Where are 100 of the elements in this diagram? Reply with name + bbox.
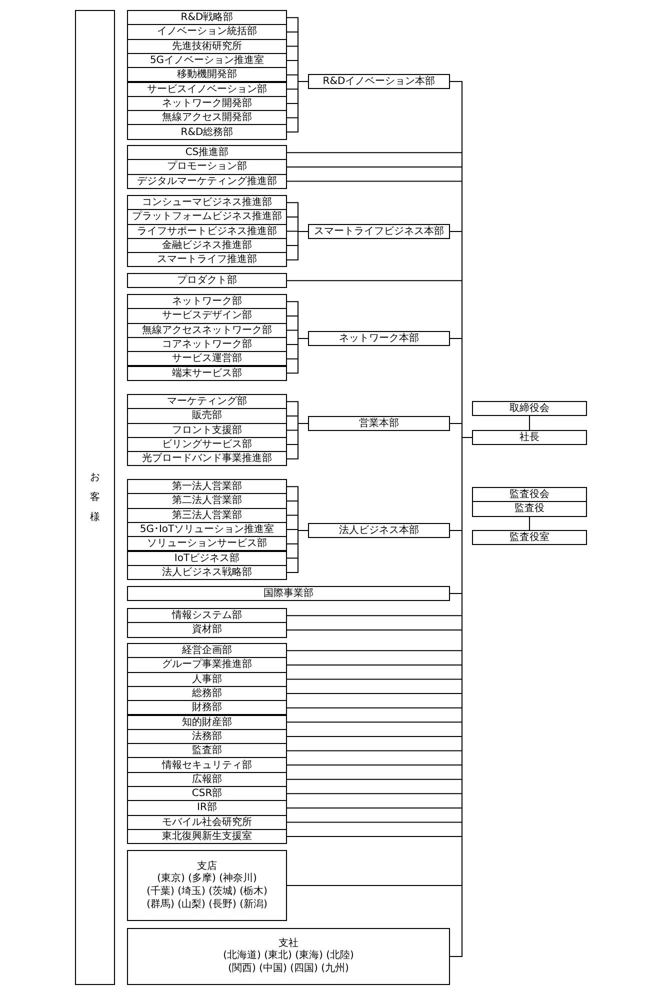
org-box — [308, 224, 450, 239]
connector-line — [286, 231, 308, 260]
box-label: 広報部 — [192, 774, 222, 785]
org-box — [127, 714, 287, 730]
box-label: R&D戦略部 — [180, 12, 234, 24]
org-box — [127, 174, 287, 189]
box-label: 第一法人営業部 — [172, 481, 242, 492]
org-box — [127, 814, 287, 830]
org-box — [127, 451, 287, 466]
org-box — [127, 828, 287, 844]
org-box — [127, 273, 287, 288]
box-label: ネットワーク部 — [172, 296, 242, 308]
org-box — [127, 622, 287, 638]
box-label: 無線アクセス開発部 — [162, 112, 252, 124]
org-box — [127, 224, 287, 239]
org-box — [127, 772, 287, 787]
box-label: 監査役室 — [510, 532, 550, 543]
box-label: 支社 — [278, 938, 298, 949]
org-box — [472, 401, 587, 416]
box-label: プロモーション部 — [167, 161, 247, 172]
box-label: フロント支援部 — [172, 424, 242, 436]
org-box — [127, 493, 287, 509]
org-box — [127, 145, 287, 160]
box-label: ビリングサービス部 — [162, 439, 252, 450]
location-list: (東京) (多摩) (神奈川) (千葉) (埼玉) (茨城) (栃木) (群馬) (山梨) (長野) (新潟) — [144, 872, 270, 910]
org-box — [308, 523, 450, 538]
org-box — [308, 74, 450, 89]
box-label: CS推進部 — [185, 147, 229, 158]
box-label: 総務部 — [192, 688, 222, 700]
connector-line — [286, 423, 308, 460]
box-label: 5Gイノベーション推進室 — [150, 55, 264, 66]
org-box — [127, 110, 287, 126]
box-label: 営業本部 — [359, 418, 399, 429]
box-label: 情報システム部 — [172, 610, 242, 622]
org-box — [127, 800, 287, 816]
org-box — [308, 331, 450, 346]
org-box — [127, 24, 287, 40]
box-label: サービスデザイン部 — [162, 310, 252, 322]
box-label: モバイル社会研究所 — [162, 816, 252, 828]
box-label: お客様 — [90, 470, 100, 524]
org-box — [127, 124, 287, 140]
customer-box — [75, 10, 115, 985]
org-box — [127, 743, 287, 758]
box-label: ソリューションサービス部 — [147, 538, 267, 550]
box-label: 監査部 — [192, 745, 222, 756]
box-label: 販売部 — [192, 410, 222, 422]
org-box — [127, 422, 287, 438]
org-box — [127, 159, 287, 175]
org-box — [127, 672, 287, 687]
box-label: 無線アクセスネットワーク部 — [142, 324, 272, 336]
org-box — [127, 700, 287, 716]
org-box — [127, 564, 287, 580]
box-label: IR部 — [197, 802, 217, 814]
box-label: スマートライフビジネス本部 — [314, 226, 444, 237]
box-label: 資材部 — [192, 624, 222, 636]
org-box — [127, 366, 287, 381]
box-label: 経営企画部 — [182, 645, 232, 656]
box-label: 人事部 — [192, 674, 222, 685]
box-label: サービス運営部 — [172, 353, 242, 364]
org-box — [308, 416, 450, 431]
org-box — [127, 928, 450, 985]
box-label: ライフサポートビジネス推進部 — [137, 226, 277, 237]
org-box — [127, 508, 287, 523]
box-label: 5G･IoTソリューション推進室 — [140, 524, 274, 536]
org-box — [127, 757, 287, 773]
connector-line — [529, 516, 530, 530]
box-label: コアネットワーク部 — [162, 339, 252, 350]
box-label: 取締役会 — [510, 403, 550, 414]
org-box — [127, 608, 287, 624]
box-label: 移動機開発部 — [177, 69, 237, 80]
box-label: スマートライフ推進部 — [157, 254, 257, 266]
org-box — [472, 501, 587, 517]
org-box — [127, 294, 287, 310]
box-label: 社長 — [520, 432, 540, 443]
box-label: デジタルマーケティング推進部 — [137, 176, 277, 187]
box-label: マーケティング部 — [167, 396, 247, 408]
org-box — [127, 252, 287, 268]
org-box — [127, 10, 287, 26]
org-box — [127, 786, 287, 802]
org-box — [127, 408, 287, 424]
box-label: 監査役会 — [510, 489, 550, 500]
box-label: 法人ビジネス戦略部 — [162, 566, 252, 578]
org-box — [127, 657, 287, 673]
box-label: IoTビジネス部 — [174, 552, 240, 564]
connector-line — [529, 416, 530, 430]
org-box — [127, 550, 287, 566]
location-list: (北海道) (東北) (東海) (北陸) (関西) (中国) (四国) (九州) — [218, 949, 358, 975]
org-box — [127, 586, 450, 601]
org-box — [127, 67, 287, 82]
box-label: 第三法人営業部 — [172, 510, 242, 521]
org-box — [127, 82, 287, 97]
box-label: ネットワーク開発部 — [162, 98, 252, 109]
connector-line — [286, 338, 308, 374]
box-label: R&D総務部 — [180, 126, 234, 138]
box-label: 国際事業部 — [264, 588, 314, 599]
box-label: プロダクト部 — [177, 275, 237, 286]
box-label: 法務部 — [192, 730, 222, 742]
org-box — [127, 479, 287, 494]
box-label: イノベーション統括部 — [157, 26, 257, 38]
org-box — [127, 643, 287, 658]
